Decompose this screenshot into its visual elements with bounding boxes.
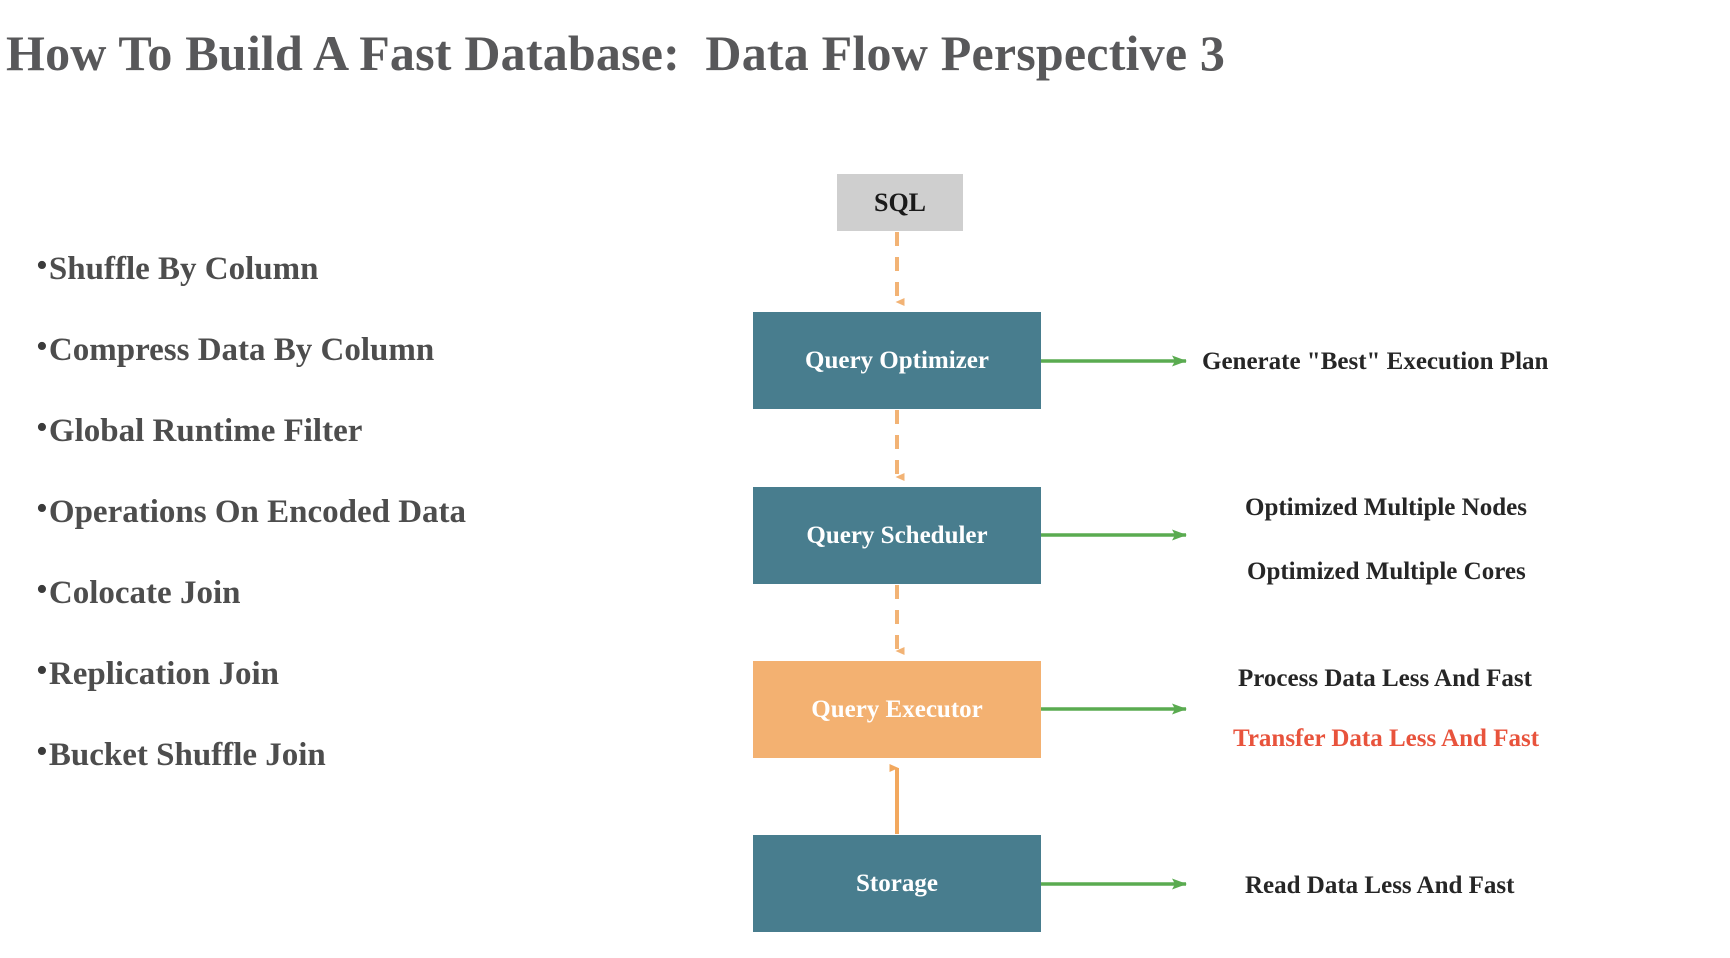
bullet-label: Operations On Encoded Data <box>48 494 467 530</box>
list-item: • Replication Join <box>36 652 636 738</box>
list-item: • Shuffle By Column <box>36 247 636 333</box>
list-item: • Global Runtime Filter <box>36 409 636 495</box>
flow-node-sql[interactable]: SQL <box>837 174 963 231</box>
bullet-label: Colocate Join <box>48 575 241 611</box>
bullet-label: Replication Join <box>48 656 280 692</box>
flow-node-label: Storage <box>856 869 938 897</box>
flow-node-storage[interactable]: Storage <box>753 835 1041 932</box>
list-item: • Compress Data By Column <box>36 328 636 414</box>
annotation-read-data-less-and-fast: Read Data Less And Fast <box>1245 872 1515 899</box>
bullet-label: Compress Data By Column <box>48 332 435 368</box>
annotation-transfer-data-less-and-fast: Transfer Data Less And Fast <box>1233 725 1540 752</box>
flow-node-query-executor[interactable]: Query Executor <box>753 661 1041 758</box>
bullet-marker-icon: • <box>36 490 48 527</box>
list-item: • Operations On Encoded Data <box>36 490 636 576</box>
bullet-marker-icon: • <box>36 409 48 446</box>
list-item: • Colocate Join <box>36 571 636 657</box>
feature-bullet-list: • Shuffle By Column • Compress Data By C… <box>36 247 636 819</box>
bullet-marker-icon: • <box>36 733 48 770</box>
bullet-marker-icon: • <box>36 247 48 284</box>
bullet-marker-icon: • <box>36 328 48 365</box>
annotation-process-data-less-and-fast: Process Data Less And Fast <box>1238 665 1532 692</box>
annotation-optimized-multiple-cores: Optimized Multiple Cores <box>1247 558 1526 585</box>
flow-node-label: SQL <box>873 187 927 217</box>
list-item: • Bucket Shuffle Join <box>36 733 636 819</box>
bullet-marker-icon: • <box>36 652 48 689</box>
bullet-marker-icon: • <box>36 571 48 608</box>
bullet-label: Bucket Shuffle Join <box>48 737 326 773</box>
flow-node-label: Query Scheduler <box>806 521 988 549</box>
slide-title: How To Build A Fast Database: Data Flow … <box>6 25 1226 81</box>
annotation-optimized-multiple-nodes: Optimized Multiple Nodes <box>1245 494 1527 521</box>
bullet-label: Shuffle By Column <box>48 251 319 287</box>
flow-node-query-optimizer[interactable]: Query Optimizer <box>753 312 1041 409</box>
annotation-generate-best-execution-plan: Generate "Best" Execution Plan <box>1202 348 1549 375</box>
flow-node-label: Query Executor <box>811 695 983 723</box>
flow-node-label: Query Optimizer <box>805 346 989 374</box>
flow-node-query-scheduler[interactable]: Query Scheduler <box>753 487 1041 584</box>
bullet-label: Global Runtime Filter <box>48 413 363 449</box>
